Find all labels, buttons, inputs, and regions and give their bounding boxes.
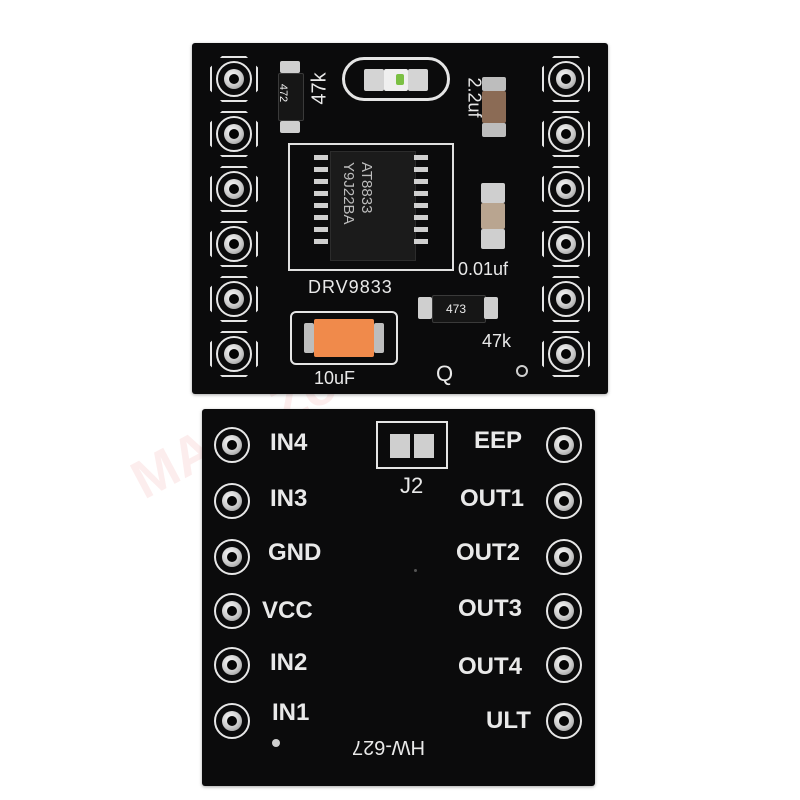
pad-gnd — [214, 539, 250, 575]
left-pad — [210, 56, 258, 102]
via — [272, 739, 280, 747]
resistor-472-code: 472 — [277, 83, 290, 103]
left-pad — [210, 221, 258, 267]
led-green-icon — [396, 74, 404, 85]
pin-label-out2: OUT2 — [456, 539, 521, 566]
capacitor-0-01uf-label: 0.01uf — [458, 259, 509, 279]
pad-in2 — [214, 647, 250, 683]
right-pad — [542, 331, 590, 377]
resistor-472: 472 — [276, 61, 304, 133]
pin-label-in1: IN1 — [272, 699, 310, 726]
pad-eep — [546, 427, 582, 463]
pad-in1 — [214, 703, 250, 739]
bottom-pcb-board: IN4 IN3 GND VCC IN2 IN1 EEP OUT1 OUT2 OU… — [202, 409, 595, 786]
pad-out4 — [546, 647, 582, 683]
right-pad — [542, 221, 590, 267]
capacitor-10uf — [304, 319, 384, 357]
right-pad — [542, 56, 590, 102]
pin-label-in3: IN3 — [270, 485, 308, 512]
pad-out2 — [546, 539, 582, 575]
capacitor-0-01uf — [480, 183, 506, 249]
pin-label-in4: IN4 — [270, 429, 308, 456]
pad-vcc — [214, 593, 250, 629]
right-pad — [542, 166, 590, 212]
resistor-473: 473 — [418, 293, 498, 323]
right-pad — [542, 276, 590, 322]
via — [414, 569, 417, 572]
pad-out1 — [546, 483, 582, 519]
q-label: Q — [436, 361, 454, 386]
left-pad — [210, 276, 258, 322]
jumper-pad-left — [390, 434, 410, 458]
jumper-j2 — [376, 421, 448, 469]
capacitor-2-2uf-label: 2.2uf — [464, 77, 485, 118]
capacitor-10uf-outline — [290, 311, 398, 365]
pin-label-gnd: GND — [268, 539, 322, 566]
pin-label-in2: IN2 — [270, 649, 308, 676]
right-pad — [542, 111, 590, 157]
jumper-label: J2 — [400, 473, 424, 498]
pad-in4 — [214, 427, 250, 463]
pad-in3 — [214, 483, 250, 519]
pin-label-vcc: VCC — [262, 597, 313, 624]
top-pcb-board: 472 47k 2.2uf AT8833 Y9J22BA 0 — [192, 43, 608, 394]
chip-part-label: DRV9833 — [308, 277, 393, 297]
pin-label-out1: OUT1 — [460, 485, 525, 512]
resistor-47k-label: 47k — [308, 72, 331, 105]
pad-ult — [546, 703, 582, 739]
left-pad — [210, 111, 258, 157]
left-pad — [210, 166, 258, 212]
pin-label-ult: ULT — [486, 707, 531, 734]
capacitor-10uf-label: 10uF — [314, 368, 356, 388]
resistor-473-code: 473 — [446, 302, 467, 316]
pin-label-out4: OUT4 — [458, 653, 523, 680]
pad-out3 — [546, 593, 582, 629]
led — [342, 57, 452, 105]
left-pad — [210, 331, 258, 377]
via — [516, 365, 528, 377]
resistor-47k-bottom-label: 47k — [482, 331, 512, 351]
chip-text-line1: AT8833 — [358, 162, 375, 214]
chip-outline — [288, 143, 454, 271]
pin-label-out3: OUT3 — [458, 595, 523, 622]
pin-label-eep: EEP — [474, 427, 523, 454]
jumper-pad-right — [414, 434, 434, 458]
chip-text-line2: Y9J22BA — [340, 162, 357, 225]
board-code: HW-627 — [352, 736, 425, 758]
driver-chip: AT8833 Y9J22BA — [330, 151, 416, 261]
capacitor-2-2uf — [480, 77, 508, 137]
